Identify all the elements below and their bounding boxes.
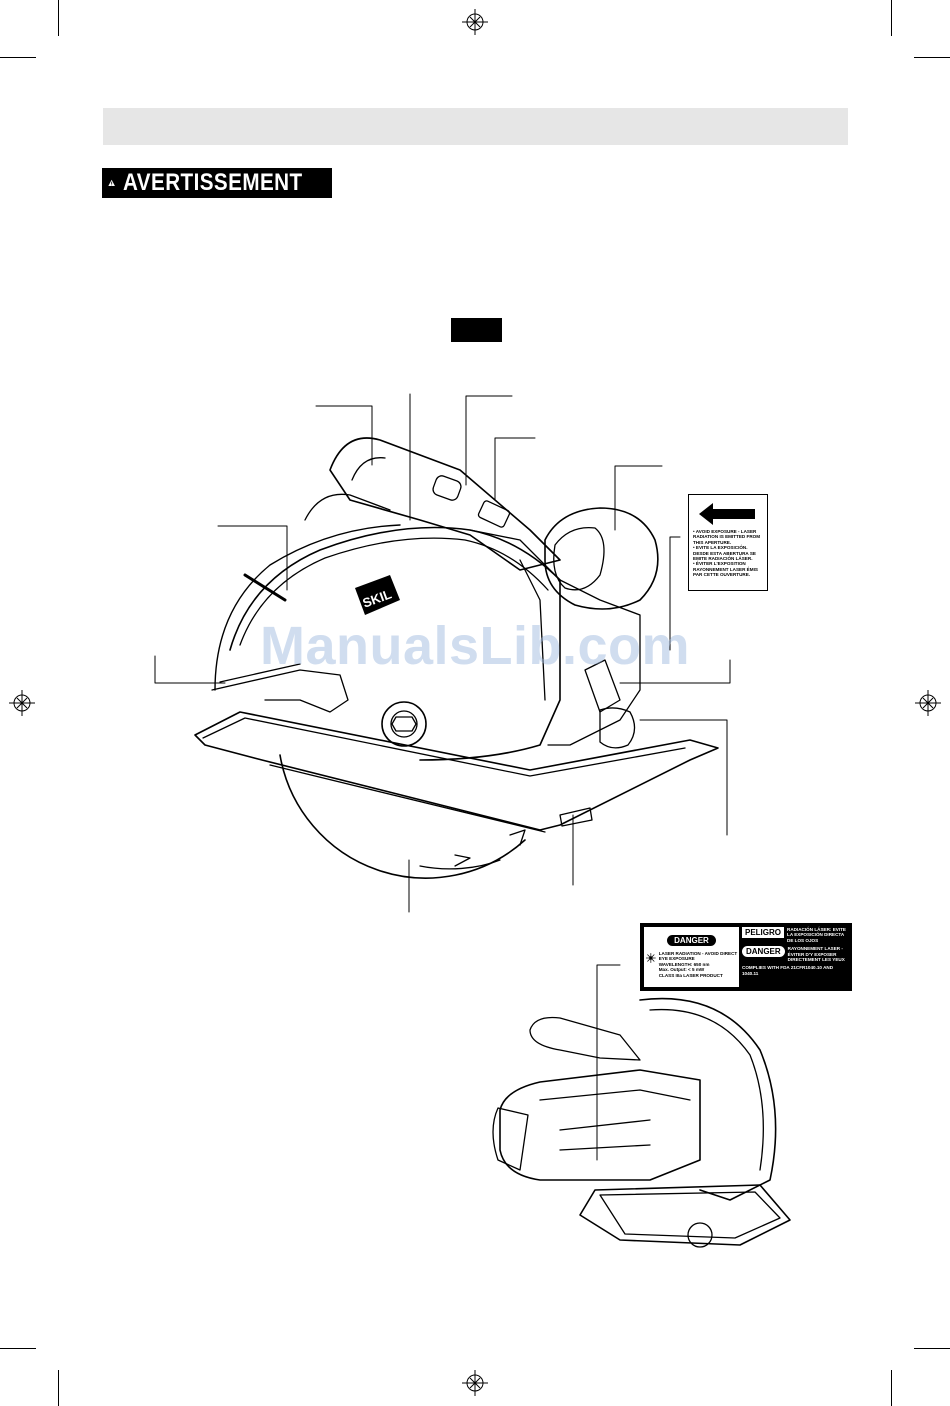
registration-target-icon bbox=[462, 1370, 488, 1396]
callout-leader-line bbox=[596, 964, 621, 1161]
danger-fr-title: DANGER bbox=[742, 946, 785, 958]
warning-badge: AVERTISSEMENT bbox=[102, 168, 332, 198]
crop-mark bbox=[914, 1348, 950, 1349]
complies-text: COMPLIES WITH FDA 21CFR1040.10 AND 1040.… bbox=[742, 965, 834, 976]
danger-fr-text: RAYONNEMENT LASER - ÉVITER D'Y EXPOSER D… bbox=[787, 946, 845, 963]
class-text: CLASS IIIa LASER PRODUCT bbox=[658, 972, 723, 978]
warning-triangle-icon bbox=[108, 179, 115, 186]
registration-target-icon bbox=[915, 690, 941, 716]
crop-mark bbox=[0, 1348, 36, 1349]
crop-mark bbox=[0, 57, 36, 58]
crop-mark bbox=[58, 0, 59, 36]
danger-label-english: DANGER LASER RADIATION - AVOID DIRECT EY… bbox=[644, 927, 739, 987]
crop-mark bbox=[58, 1370, 59, 1406]
aperture-line-en: • AVOID EXPOSURE - LASER RADIATION IS EM… bbox=[693, 529, 761, 545]
section-header-bar bbox=[103, 108, 848, 145]
output-text: Max. Output: < 5 mW bbox=[658, 967, 705, 973]
figure-tag bbox=[451, 318, 502, 342]
peligro-title: PELIGRO bbox=[742, 927, 785, 938]
laser-starburst-icon bbox=[646, 953, 656, 963]
registration-target-icon bbox=[9, 690, 35, 716]
wavelength-text: WAVELENGTH: 650 nm bbox=[658, 961, 710, 967]
crop-mark bbox=[914, 57, 950, 58]
danger-label-multilingual: PELIGRO RADIACIÓN LÁSER: EVITE LA EXPOSI… bbox=[742, 927, 848, 987]
callout-leader-lines bbox=[154, 393, 731, 913]
crop-mark bbox=[891, 1370, 892, 1406]
aperture-line-es: • EVITE LA EXPOSICIÓN. DESDE ESTA ABERTU… bbox=[693, 545, 756, 562]
laser-warning-text: LASER RADIATION - AVOID DIRECT EYE EXPOS… bbox=[658, 951, 738, 962]
crop-mark bbox=[891, 0, 892, 36]
warning-label: AVERTISSEMENT bbox=[123, 169, 303, 196]
registration-target-icon bbox=[462, 9, 488, 35]
aperture-line-fr: • ÉVITER L'EXPOSITION RAYONNEMENT LASER … bbox=[693, 561, 758, 578]
laser-aperture-label: • AVOID EXPOSURE - LASER RADIATION IS EM… bbox=[688, 494, 768, 591]
danger-laser-label: DANGER LASER RADIATION - AVOID DIRECT EY… bbox=[640, 923, 852, 991]
peligro-text: RADIACIÓN LÁSER: EVITE LA EXPOSICIÓN DIR… bbox=[787, 927, 846, 943]
arrow-left-icon bbox=[699, 503, 755, 525]
danger-title: DANGER bbox=[667, 935, 716, 946]
